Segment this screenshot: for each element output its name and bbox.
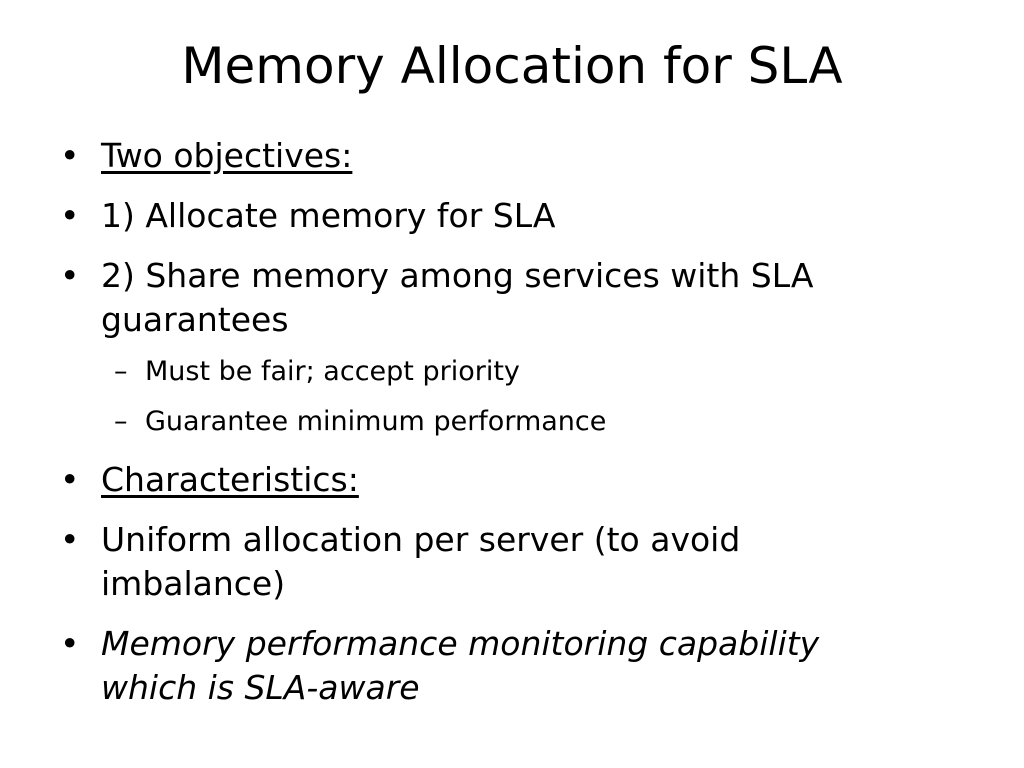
- dash-icon: –: [114, 356, 128, 387]
- bullet-item: • 1) Allocate memory for SLA: [0, 194, 1024, 238]
- bullet-item: • Two objectives:: [0, 134, 1024, 178]
- sub-bullet-text: Guarantee minimum performance: [145, 406, 607, 437]
- bullet-icon: •: [60, 624, 80, 663]
- bullet-icon: •: [60, 136, 80, 175]
- bullet-icon: •: [60, 520, 80, 559]
- bullet-icon: •: [60, 196, 80, 235]
- bullet-icon: •: [60, 256, 80, 295]
- sub-bullet-item: – Guarantee minimum performance: [0, 402, 1024, 442]
- bullet-text: 1) Allocate memory for SLA: [101, 196, 556, 235]
- slide-title: Memory Allocation for SLA: [181, 37, 843, 95]
- bullet-item: • Characteristics:: [0, 458, 1024, 502]
- bullet-icon: •: [60, 460, 80, 499]
- sub-bullet-text: Must be fair; accept priority: [145, 356, 520, 387]
- bullet-text: Two objectives:: [101, 136, 353, 175]
- bullet-item: • Memory performance monitoring capabili…: [0, 622, 1024, 710]
- bullet-text: Characteristics:: [101, 460, 359, 499]
- bullet-text: Memory performance monitoring capability…: [101, 624, 820, 707]
- bullet-item: • 2) Share memory among services with SL…: [0, 254, 1024, 342]
- sub-bullet-item: – Must be fair; accept priority: [0, 352, 1024, 392]
- bullet-list: • Two objectives: • 1) Allocate memory f…: [0, 134, 1024, 710]
- bullet-item: • Uniform allocation per server (to avoi…: [0, 518, 1024, 606]
- bullet-text: 2) Share memory among services with SLA …: [101, 256, 814, 339]
- dash-icon: –: [114, 406, 128, 437]
- bullet-text: Uniform allocation per server (to avoid …: [101, 520, 741, 603]
